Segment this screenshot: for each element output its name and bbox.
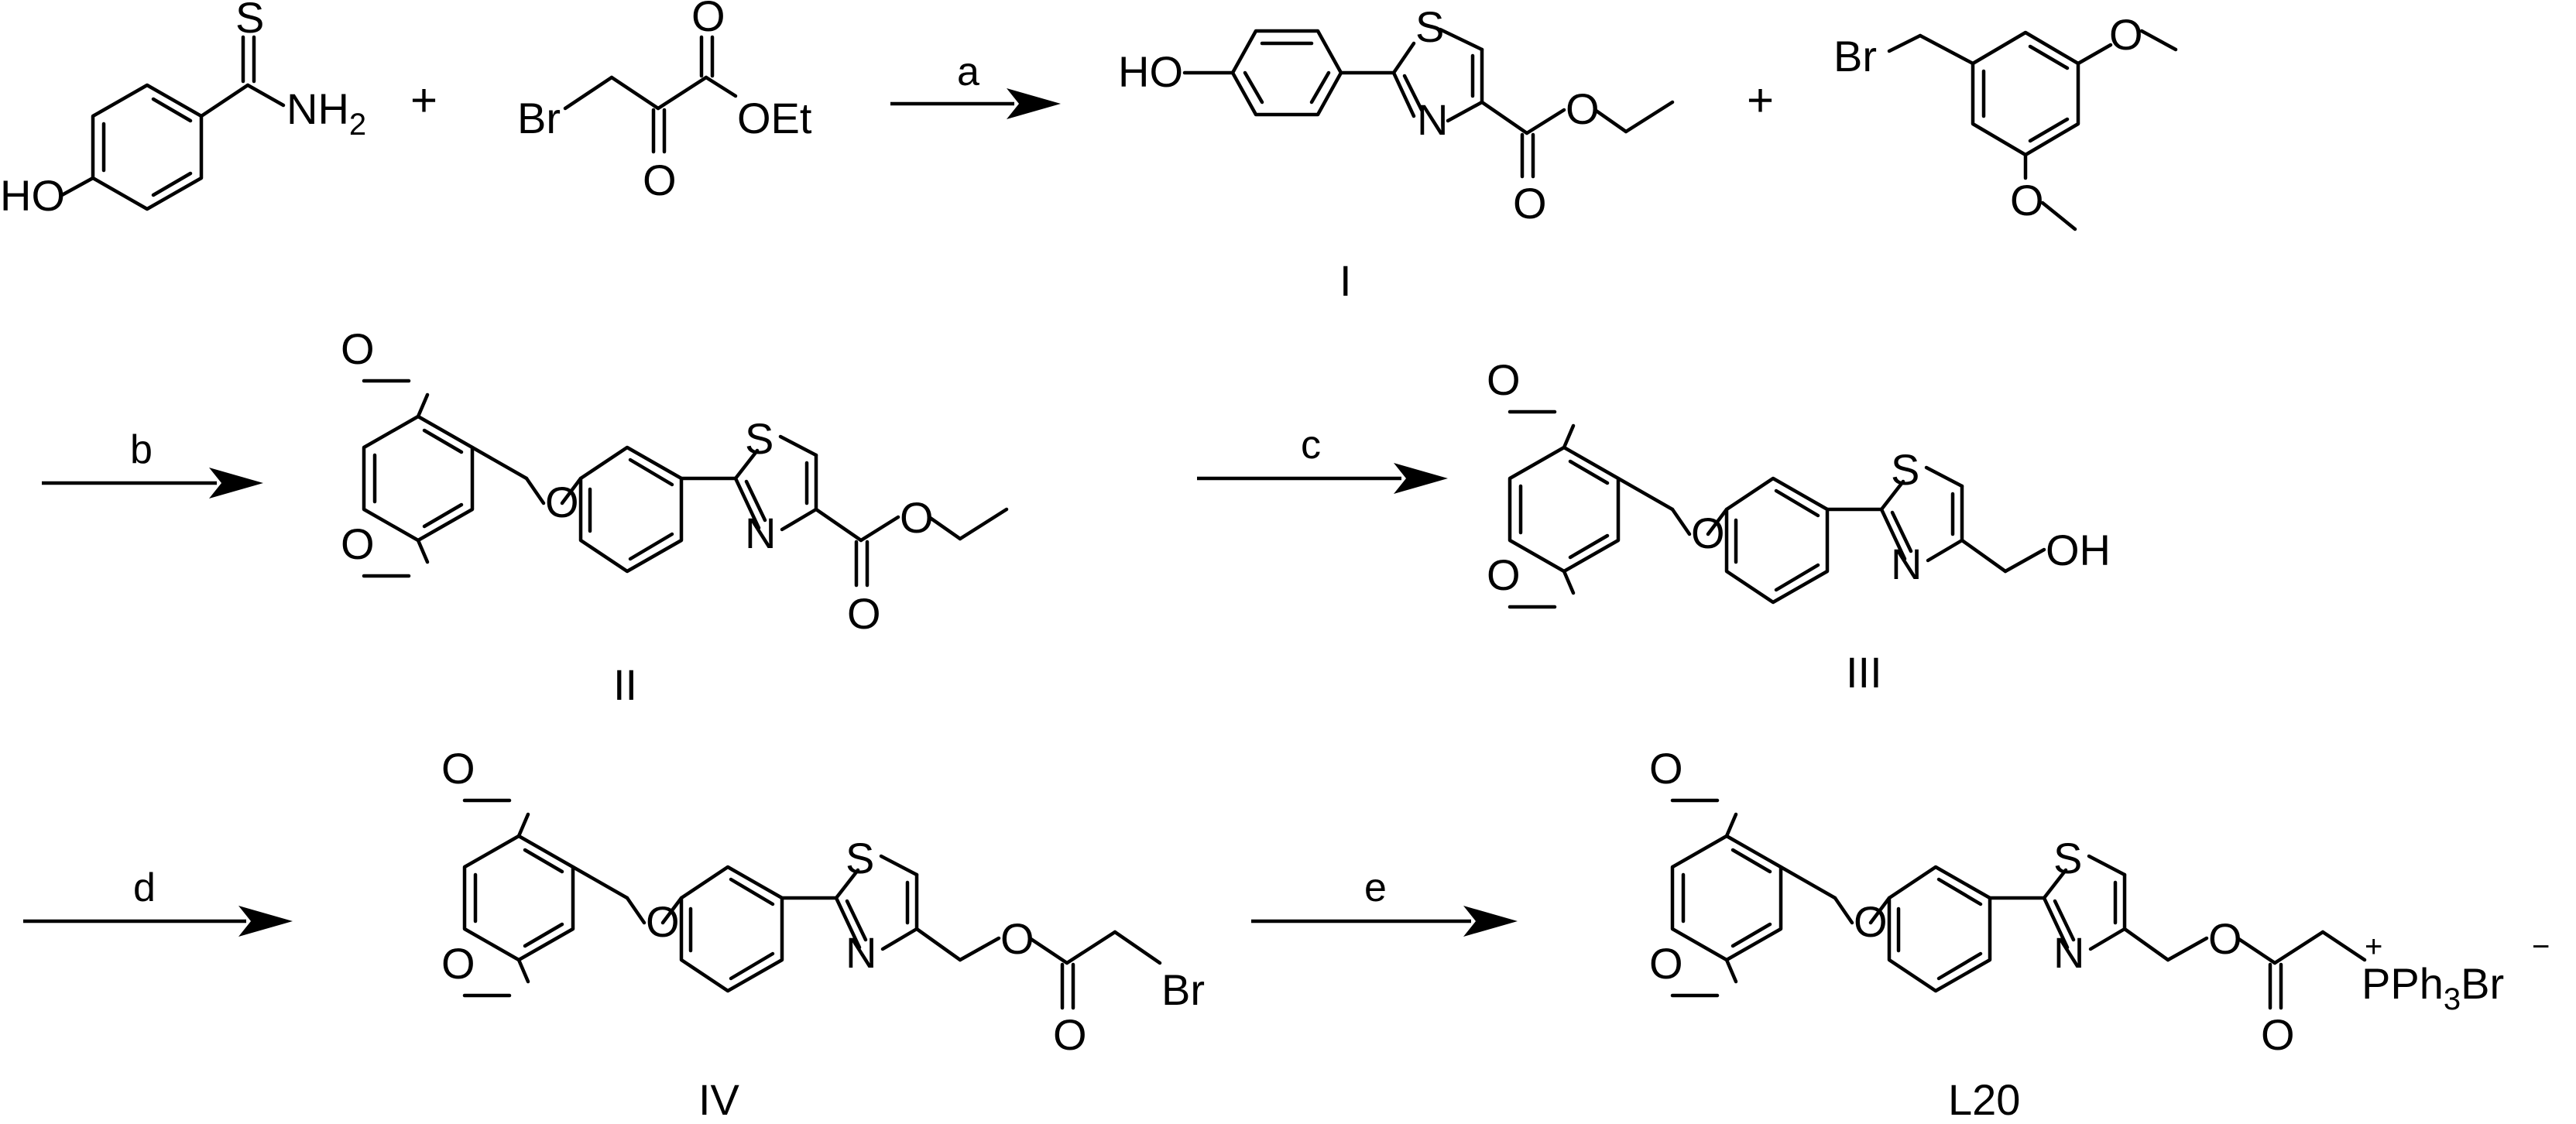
compound-II: O O O S N O O II <box>341 324 1009 709</box>
reaction-arrow-d: d <box>23 865 293 937</box>
compound-L20-ome-bottom-o: O <box>1649 939 1683 988</box>
condition-d-label: d <box>133 865 156 910</box>
compound-I-ho-label: HO <box>1118 47 1183 96</box>
compound-I-n-label: N <box>1417 95 1448 144</box>
compound-L20-ether-o: O <box>1854 897 1888 946</box>
benzylbromide-o-bottom-label: O <box>2010 176 2044 224</box>
compound-III: O O O S N OH III <box>1487 355 2111 697</box>
condition-a-label: a <box>957 50 979 94</box>
compound-II-ester-o: O <box>900 493 934 542</box>
compound-L20-carbonyl-o: O <box>2261 1010 2295 1059</box>
reagent-benzylbromide: Br O O <box>1833 10 2178 231</box>
compound-IV-ether-o: O <box>646 897 680 946</box>
reagent-bromopyruvate: Br O O OEt <box>517 0 812 204</box>
compound-III-ether-o: O <box>1691 509 1725 557</box>
thioamide-s-label: S <box>235 0 264 42</box>
compound-II-s-label: S <box>745 414 773 463</box>
benzylbromide-br-label: Br <box>1833 32 1877 81</box>
reaction-arrow-e: e <box>1251 865 1518 937</box>
compound-II-carbonyl-o: O <box>847 589 881 638</box>
reaction-arrow-b: b <box>42 427 263 499</box>
compound-II-ome-bottom-o: O <box>341 519 375 568</box>
compound-III-ome-top-o: O <box>1487 355 1521 404</box>
compound-IV-ester-o: O <box>1000 914 1034 963</box>
plus-sign-2: + <box>1747 74 1774 126</box>
compound-III-ome-bottom-o: O <box>1487 550 1521 599</box>
compound-L20-ester-o: O <box>2208 914 2242 963</box>
bromopyruvate-keto-o-label: O <box>643 156 677 204</box>
compound-II-n-label: N <box>745 509 776 557</box>
compound-III-oh-label: OH <box>2046 526 2111 574</box>
compound-IV-ome-top-o: O <box>441 744 475 793</box>
compound-II-ether-o: O <box>545 478 579 526</box>
compound-I-label: I <box>1339 256 1352 305</box>
compound-L20-phosphonium-label: PPh3Br <box>2362 959 2504 1016</box>
compound-I-ester-o-label: O <box>1566 84 1600 133</box>
bromopyruvate-oet-label: OEt <box>737 94 812 142</box>
thioamide-nh2-label: NH2 <box>286 84 366 142</box>
reaction-arrow-a: a <box>890 50 1061 119</box>
benzylbromide-o-top-label: O <box>2109 10 2143 59</box>
reaction-arrow-c: c <box>1197 423 1448 494</box>
compound-I-s-label: S <box>1415 2 1444 51</box>
compound-III-n-label: N <box>1891 540 1922 588</box>
compound-III-label: III <box>1846 648 1882 697</box>
compound-II-ome-top-o: O <box>341 324 375 373</box>
compound-IV: O O O S N O O Br IV <box>441 744 1205 1124</box>
compound-IV-br-label: Br <box>1161 965 1205 1014</box>
compound-L20-label: L20 <box>1948 1075 2020 1120</box>
compound-II-label: II <box>613 660 637 709</box>
plus-sign-1: + <box>410 74 437 126</box>
compound-III-s-label: S <box>1891 445 1919 494</box>
bromopyruvate-ester-o-label: O <box>691 0 725 40</box>
compound-I: HO S N O O I <box>1118 2 1675 305</box>
condition-c-label: c <box>1301 423 1321 468</box>
reagent-thioamide: S NH2 HO <box>0 0 366 220</box>
compound-L20-ome-top-o: O <box>1649 744 1683 793</box>
compound-L20-n-label: N <box>2053 928 2084 977</box>
compound-IV-label: IV <box>698 1075 740 1120</box>
condition-b-label: b <box>130 427 153 472</box>
compound-L20-plus-charge: + <box>2365 930 2382 964</box>
compound-I-carbonyl-o-label: O <box>1513 179 1547 228</box>
condition-e-label: e <box>1364 865 1387 910</box>
compound-IV-n-label: N <box>846 928 876 977</box>
thioamide-ho-label: HO <box>0 171 65 220</box>
compound-IV-carbonyl-o: O <box>1053 1010 1087 1059</box>
compound-L20-s-label: S <box>2053 834 2082 882</box>
bromopyruvate-br-label: Br <box>517 94 561 142</box>
compound-L20: O O O S N O O + PPh3Br − L20 <box>1649 744 2550 1124</box>
compound-IV-s-label: S <box>846 834 874 882</box>
compound-IV-ome-bottom-o: O <box>441 939 475 988</box>
compound-L20-minus-charge: − <box>2532 930 2550 964</box>
